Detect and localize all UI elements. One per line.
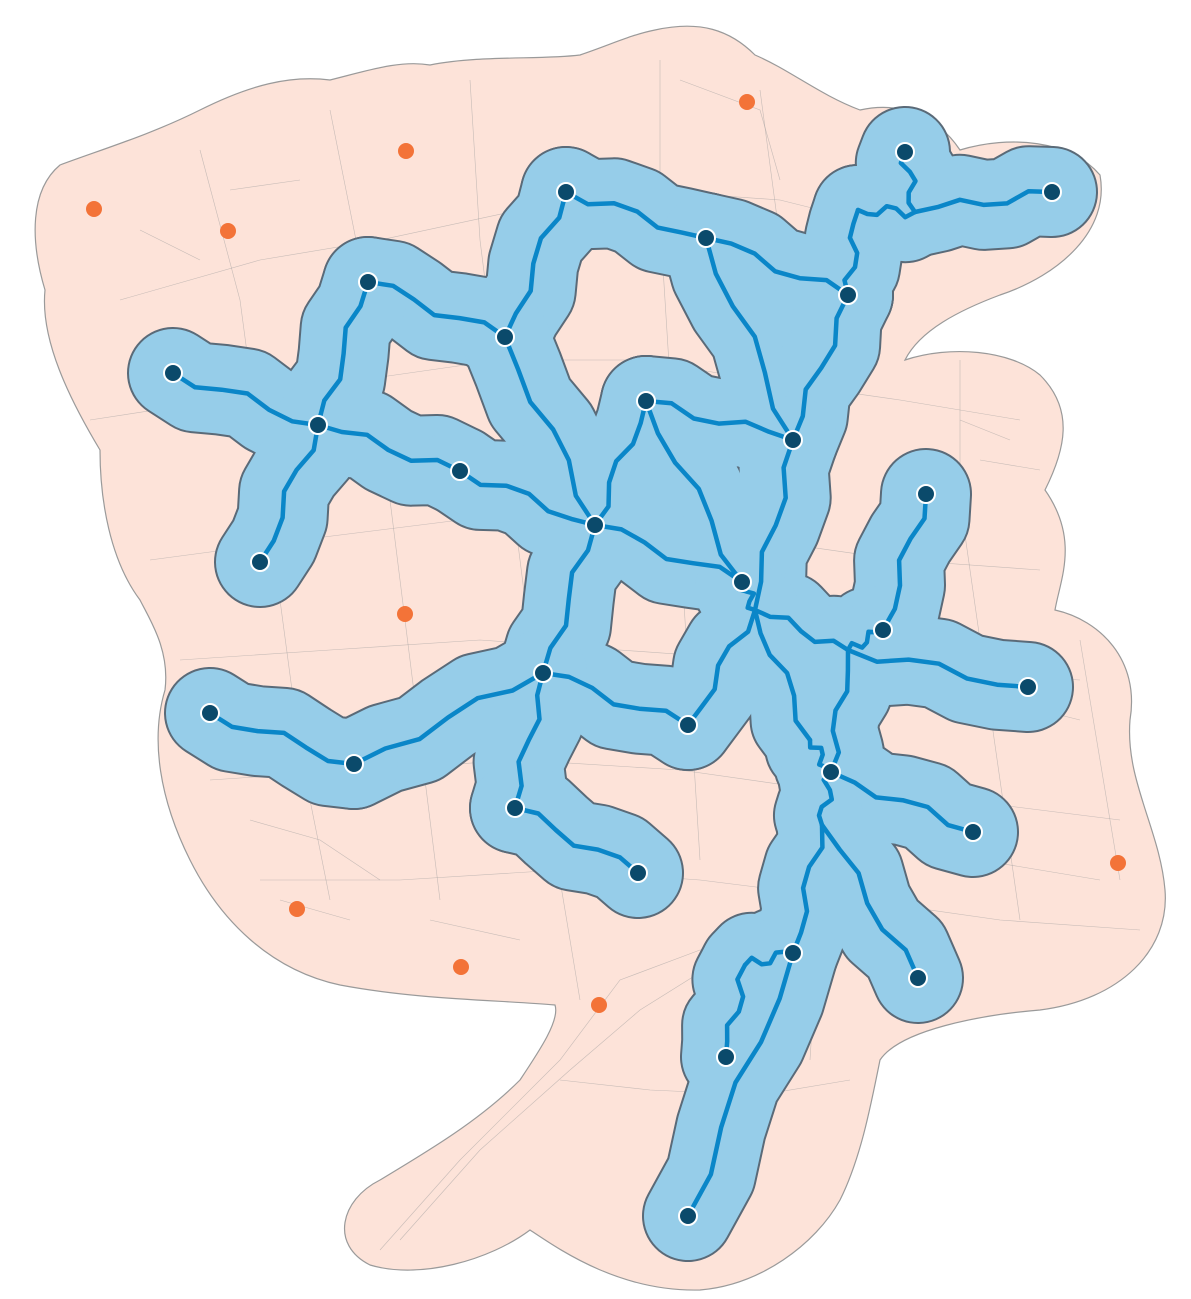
station-marker[interactable] xyxy=(533,663,553,683)
outside-point-marker[interactable] xyxy=(591,997,607,1013)
station-marker[interactable] xyxy=(495,327,515,347)
station-marker[interactable] xyxy=(908,968,928,988)
route-segment xyxy=(816,769,835,828)
route-segment xyxy=(351,670,546,767)
route-segment xyxy=(880,491,929,633)
station-marker[interactable] xyxy=(308,415,328,435)
station-marker[interactable] xyxy=(963,822,983,842)
station-marker[interactable] xyxy=(732,572,752,592)
route-segment xyxy=(855,203,918,220)
station-marker[interactable] xyxy=(821,762,841,782)
route-segment xyxy=(752,607,813,743)
buffer-zone xyxy=(471,764,682,917)
station-marker[interactable] xyxy=(358,272,378,292)
route-segment xyxy=(502,334,598,528)
route-segment xyxy=(257,422,321,565)
route-segment xyxy=(643,398,745,585)
route-segment xyxy=(365,279,508,340)
station-marker[interactable] xyxy=(783,430,803,450)
route-segment xyxy=(170,370,321,428)
station-marker[interactable] xyxy=(678,715,698,735)
route-segment xyxy=(828,647,851,775)
station-marker[interactable] xyxy=(783,943,803,963)
outside-point-marker[interactable] xyxy=(86,201,102,217)
route-segment xyxy=(828,769,976,835)
station-marker[interactable] xyxy=(200,703,220,723)
station-marker[interactable] xyxy=(1018,677,1038,697)
station-marker[interactable] xyxy=(636,391,656,411)
station-marker[interactable] xyxy=(163,363,183,383)
station-marker[interactable] xyxy=(628,863,648,883)
outside-point-marker[interactable] xyxy=(1110,855,1126,871)
outside-point-marker[interactable] xyxy=(289,901,305,917)
station-marker[interactable] xyxy=(895,142,915,162)
buffer-zone xyxy=(216,381,362,606)
outside-points xyxy=(86,94,1126,1013)
route-segment xyxy=(790,292,851,443)
outside-point-marker[interactable] xyxy=(453,959,469,975)
station-marker[interactable] xyxy=(450,461,470,481)
route-segment xyxy=(845,647,1031,690)
route-segment xyxy=(685,607,758,728)
route-segment xyxy=(457,468,598,528)
route-segment xyxy=(790,822,825,956)
buffer-zone xyxy=(166,669,398,808)
route-segment xyxy=(512,670,546,811)
route-segment xyxy=(315,279,371,428)
route-segment xyxy=(592,522,745,585)
route-lines xyxy=(170,149,1055,1219)
route-segment xyxy=(540,670,691,728)
outside-point-marker[interactable] xyxy=(220,223,236,239)
station-marker[interactable] xyxy=(696,228,716,248)
station-marker[interactable] xyxy=(585,515,605,535)
route-segment xyxy=(315,422,463,474)
route-segment xyxy=(512,805,641,876)
route-segment xyxy=(912,188,1055,215)
route-segment xyxy=(643,398,796,443)
route-segment xyxy=(898,149,918,215)
route-segment xyxy=(752,437,796,613)
station-marker[interactable] xyxy=(1042,182,1062,202)
route-segment xyxy=(592,398,649,528)
route-segment xyxy=(207,710,357,767)
station-marker[interactable] xyxy=(250,552,270,572)
route-segment xyxy=(752,607,851,653)
station-marker[interactable] xyxy=(678,1206,698,1226)
station-marker[interactable] xyxy=(556,182,576,202)
station-marker[interactable] xyxy=(838,285,858,305)
outside-point-marker[interactable] xyxy=(398,143,414,159)
station-marker[interactable] xyxy=(916,484,936,504)
route-segment xyxy=(819,822,921,981)
station-marker[interactable] xyxy=(505,798,525,818)
route-segment xyxy=(685,950,796,1219)
outside-point-marker[interactable] xyxy=(739,94,755,110)
route-segment xyxy=(703,235,851,298)
stations xyxy=(163,142,1062,1226)
station-marker[interactable] xyxy=(873,620,893,640)
station-marker[interactable] xyxy=(716,1047,736,1067)
route-segment xyxy=(723,962,748,1060)
route-segment xyxy=(502,189,569,340)
station-marker[interactable] xyxy=(344,754,364,774)
outside-point-marker[interactable] xyxy=(397,606,413,622)
route-segment xyxy=(703,235,796,443)
route-segment xyxy=(563,189,709,241)
route-segment xyxy=(842,207,861,298)
route-segment xyxy=(540,522,598,676)
